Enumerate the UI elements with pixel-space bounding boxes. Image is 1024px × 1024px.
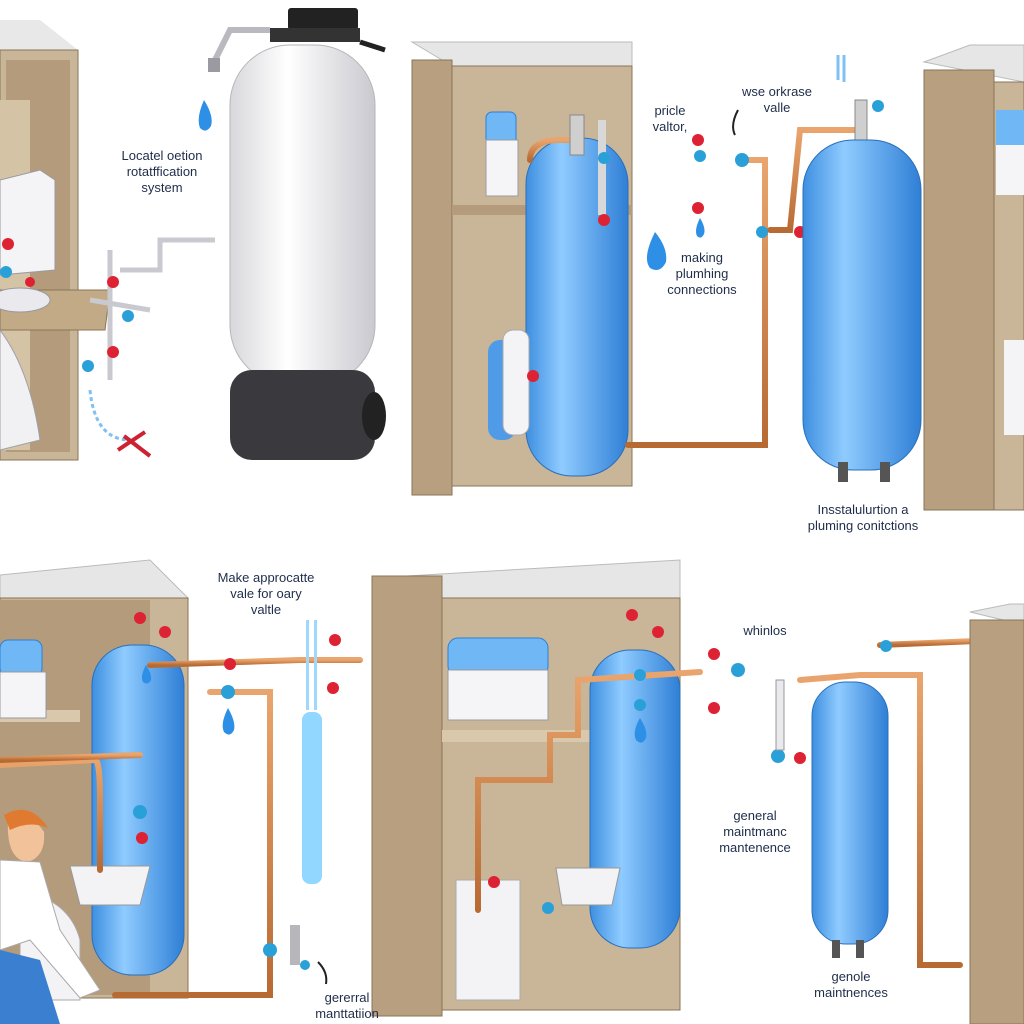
label-genole-maintenances: genole maintnences [814, 969, 888, 1000]
sink-top-left [0, 169, 111, 451]
label-whinlos: whinlos [743, 623, 787, 638]
filter-cartridge-bottom-middle [447, 637, 549, 721]
label-general-maintenance-mid: general maintmanc mantenence [719, 808, 791, 855]
pipes-top-left [88, 237, 215, 442]
water-drop-icon [634, 718, 647, 743]
arrow-icon [732, 109, 739, 136]
arrow-icon [317, 961, 328, 985]
label-make-appropriate: Make approcatte vale for oary valtle [217, 570, 315, 617]
water-drop-icon [696, 218, 705, 238]
label-locate-system: Locatel oetion rotatffication system [121, 148, 203, 195]
wrench-icon [116, 430, 152, 458]
valve-icon [488, 609, 892, 914]
small-tank-top-middle [488, 329, 530, 440]
filter-cartridge-bottom-left [0, 639, 47, 719]
toilet-bottom-middle [455, 867, 621, 1001]
cabinet-top-right [922, 44, 1024, 511]
label-general-maintenance-bottom: gererral manttatiion [315, 990, 379, 1021]
label-making-plumbing: making plumhing connections [667, 250, 737, 297]
water-drop-icon [198, 100, 212, 131]
copper-pipes-bottom-middle [475, 637, 1003, 968]
blue-tank-top-right [802, 55, 922, 482]
label-wse-valle: wse orkrase valle [741, 84, 813, 115]
valve-icon [133, 612, 341, 970]
filter-cartridge-top [485, 111, 519, 197]
label-installation: Insstalulurtion a pluming conitctions [807, 502, 919, 533]
blue-tank-bottom-right [811, 681, 889, 958]
plumber-figure [0, 809, 101, 1024]
water-drop-icon [646, 232, 667, 270]
water-column [302, 620, 322, 884]
water-drop-icon [142, 665, 152, 684]
blue-tank-top-middle [525, 137, 629, 477]
softener-tank [208, 8, 386, 460]
copper-pipes-bottom-left [0, 657, 363, 998]
water-drop-icon [222, 708, 235, 735]
valve-icon [0, 238, 134, 372]
label-pricle-valtor: pricle valtor, [652, 103, 688, 134]
cabinet-bottom-right [969, 603, 1024, 1024]
